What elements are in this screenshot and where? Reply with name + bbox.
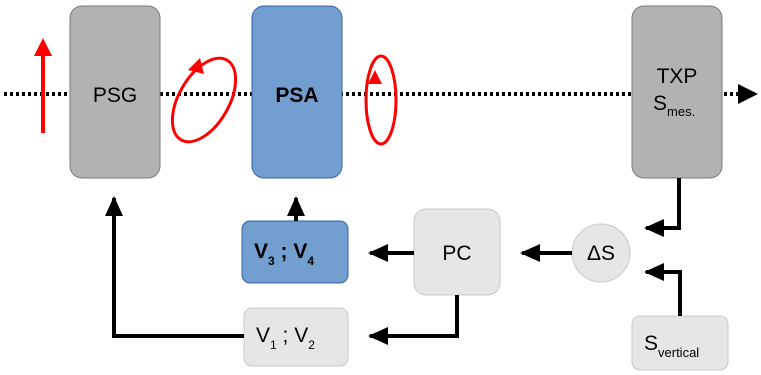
psg-label: PSG: [93, 84, 137, 107]
txp-label: TXP: [657, 65, 698, 88]
s-vertical-label: Svertical: [644, 332, 699, 360]
psa-label: PSA: [275, 84, 318, 107]
arrow-txp-to-deltas: [644, 178, 681, 237]
psa-block: [251, 5, 343, 179]
s-mes-label: Smes.: [653, 92, 695, 119]
delta-s-label: ΔS: [587, 242, 615, 265]
connector-arrows: [105, 178, 682, 345]
v12-label: V1 ; V2: [256, 324, 315, 352]
arrow-v12-to-psg: [105, 196, 244, 338]
vertical-arrow-icon: [34, 38, 52, 133]
psg-block: [69, 5, 161, 179]
tilted-ellipse-icon: [170, 56, 238, 144]
txp-block: [631, 5, 723, 179]
arrow-pc-to-v12: [368, 295, 459, 345]
pc-label: PC: [442, 242, 471, 265]
arrow-svertical-to-deltas: [644, 263, 682, 316]
beam-arrowhead-icon: [738, 84, 758, 104]
v34-label: V3 ; V4: [254, 240, 314, 268]
vertical-ellipse-icon: [364, 54, 398, 146]
